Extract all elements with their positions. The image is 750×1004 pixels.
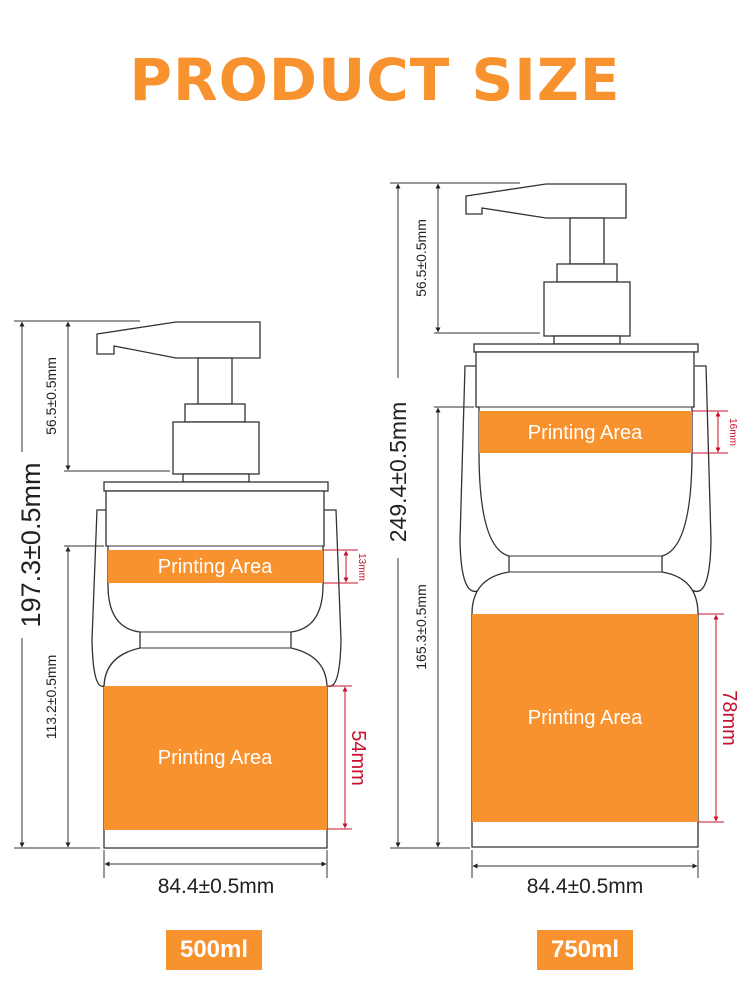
- width-500ml: 84.4±0.5mm: [158, 875, 275, 898]
- body-height-750ml: 165.3±0.5mm: [413, 584, 429, 670]
- pump-height-500ml: 56.5±0.5mm: [43, 357, 59, 435]
- bottle-750ml: Printing Area Printing Area: [459, 183, 712, 848]
- bottle-500ml: Printing Area Printing Area: [91, 321, 342, 849]
- dimensions-500ml: [14, 320, 328, 878]
- handle-750ml: [459, 365, 712, 593]
- width-750ml: 84.4±0.5mm: [527, 875, 644, 898]
- pump-500ml: [96, 321, 329, 492]
- pump-750ml: [465, 183, 699, 353]
- print-area-bottom-750ml: [472, 614, 698, 822]
- body-height-500ml: 113.2±0.5mm: [43, 655, 59, 739]
- print-label-top-500ml: Printing Area: [158, 556, 273, 578]
- print-area-top-500ml: [108, 550, 323, 583]
- print-label-bottom-750ml: Printing Area: [528, 707, 643, 729]
- bottom-print-height-750ml: 78mm: [718, 690, 740, 746]
- print-dimensions-500ml: [323, 549, 358, 830]
- pump-height-750ml: 56.5±0.5mm: [413, 219, 429, 297]
- capacity-badge-500ml: 500ml: [166, 930, 262, 970]
- top-print-height-750ml: 16mm: [727, 418, 738, 446]
- print-area-top-750ml: [479, 411, 692, 453]
- print-dimensions-750ml: [692, 410, 728, 823]
- bottom-print-height-500ml: 54mm: [347, 730, 369, 786]
- top-print-height-500ml: 13mm: [356, 553, 367, 581]
- total-height-500ml: 197.3±0.5mm: [16, 463, 46, 628]
- capacity-badge-750ml: 750ml: [537, 930, 633, 970]
- print-area-bottom-500ml: [104, 686, 327, 830]
- print-label-bottom-500ml: Printing Area: [158, 747, 273, 769]
- print-label-top-750ml: Printing Area: [528, 422, 643, 444]
- page-title: PRODUCT SIZE: [129, 46, 621, 114]
- total-height-750ml: 249.4±0.5mm: [385, 402, 411, 542]
- dimensions-750ml: [390, 182, 699, 878]
